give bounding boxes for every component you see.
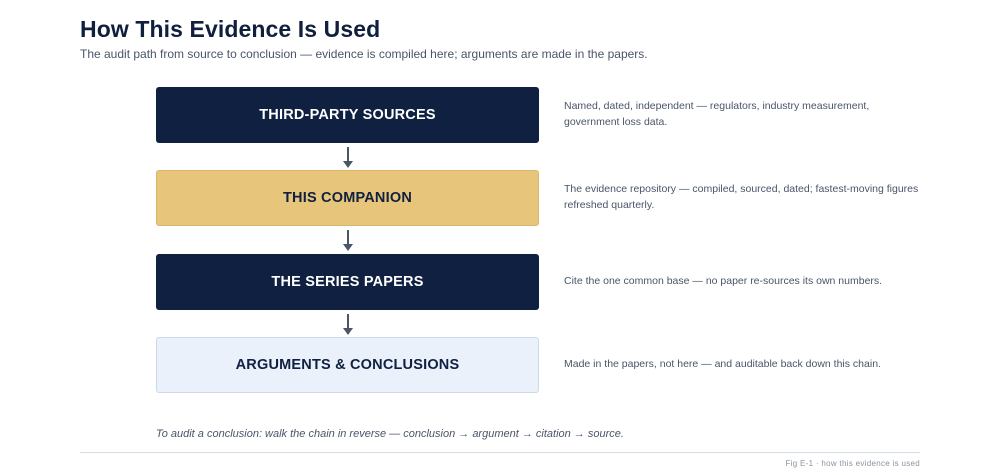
divider (80, 452, 920, 453)
page-subtitle: The audit path from source to conclusion… (80, 47, 648, 61)
node-series-papers: THE SERIES PAPERS (156, 254, 539, 310)
node-description: Made in the papers, not here — and audit… (564, 358, 881, 370)
figure-caption: Fig E-1 · how this evidence is used (785, 459, 920, 468)
node-description: Named, dated, independent — regulators, … (564, 100, 870, 128)
audit-note: To audit a conclusion: walk the chain in… (156, 428, 624, 440)
node-label: THIS COMPANION (282, 190, 412, 206)
arrow-down-icon (343, 147, 353, 168)
page-title: How This Evidence Is Used (80, 16, 381, 42)
node-label: THE SERIES PAPERS (271, 274, 424, 290)
node-arguments-conclusions: ARGUMENTS & CONCLUSIONS (156, 337, 539, 393)
node-this-companion: THIS COMPANION (156, 170, 539, 226)
node-third-party-sources: THIRD-PARTY SOURCES (156, 87, 539, 143)
node-label: ARGUMENTS & CONCLUSIONS (235, 357, 460, 373)
arrow-down-icon (343, 230, 353, 251)
node-label: THIRD-PARTY SOURCES (259, 107, 436, 123)
node-description: Cite the one common base — no paper re-s… (564, 275, 883, 287)
node-description: The evidence repository — compiled, sour… (564, 183, 919, 211)
arrow-down-icon (343, 314, 353, 335)
